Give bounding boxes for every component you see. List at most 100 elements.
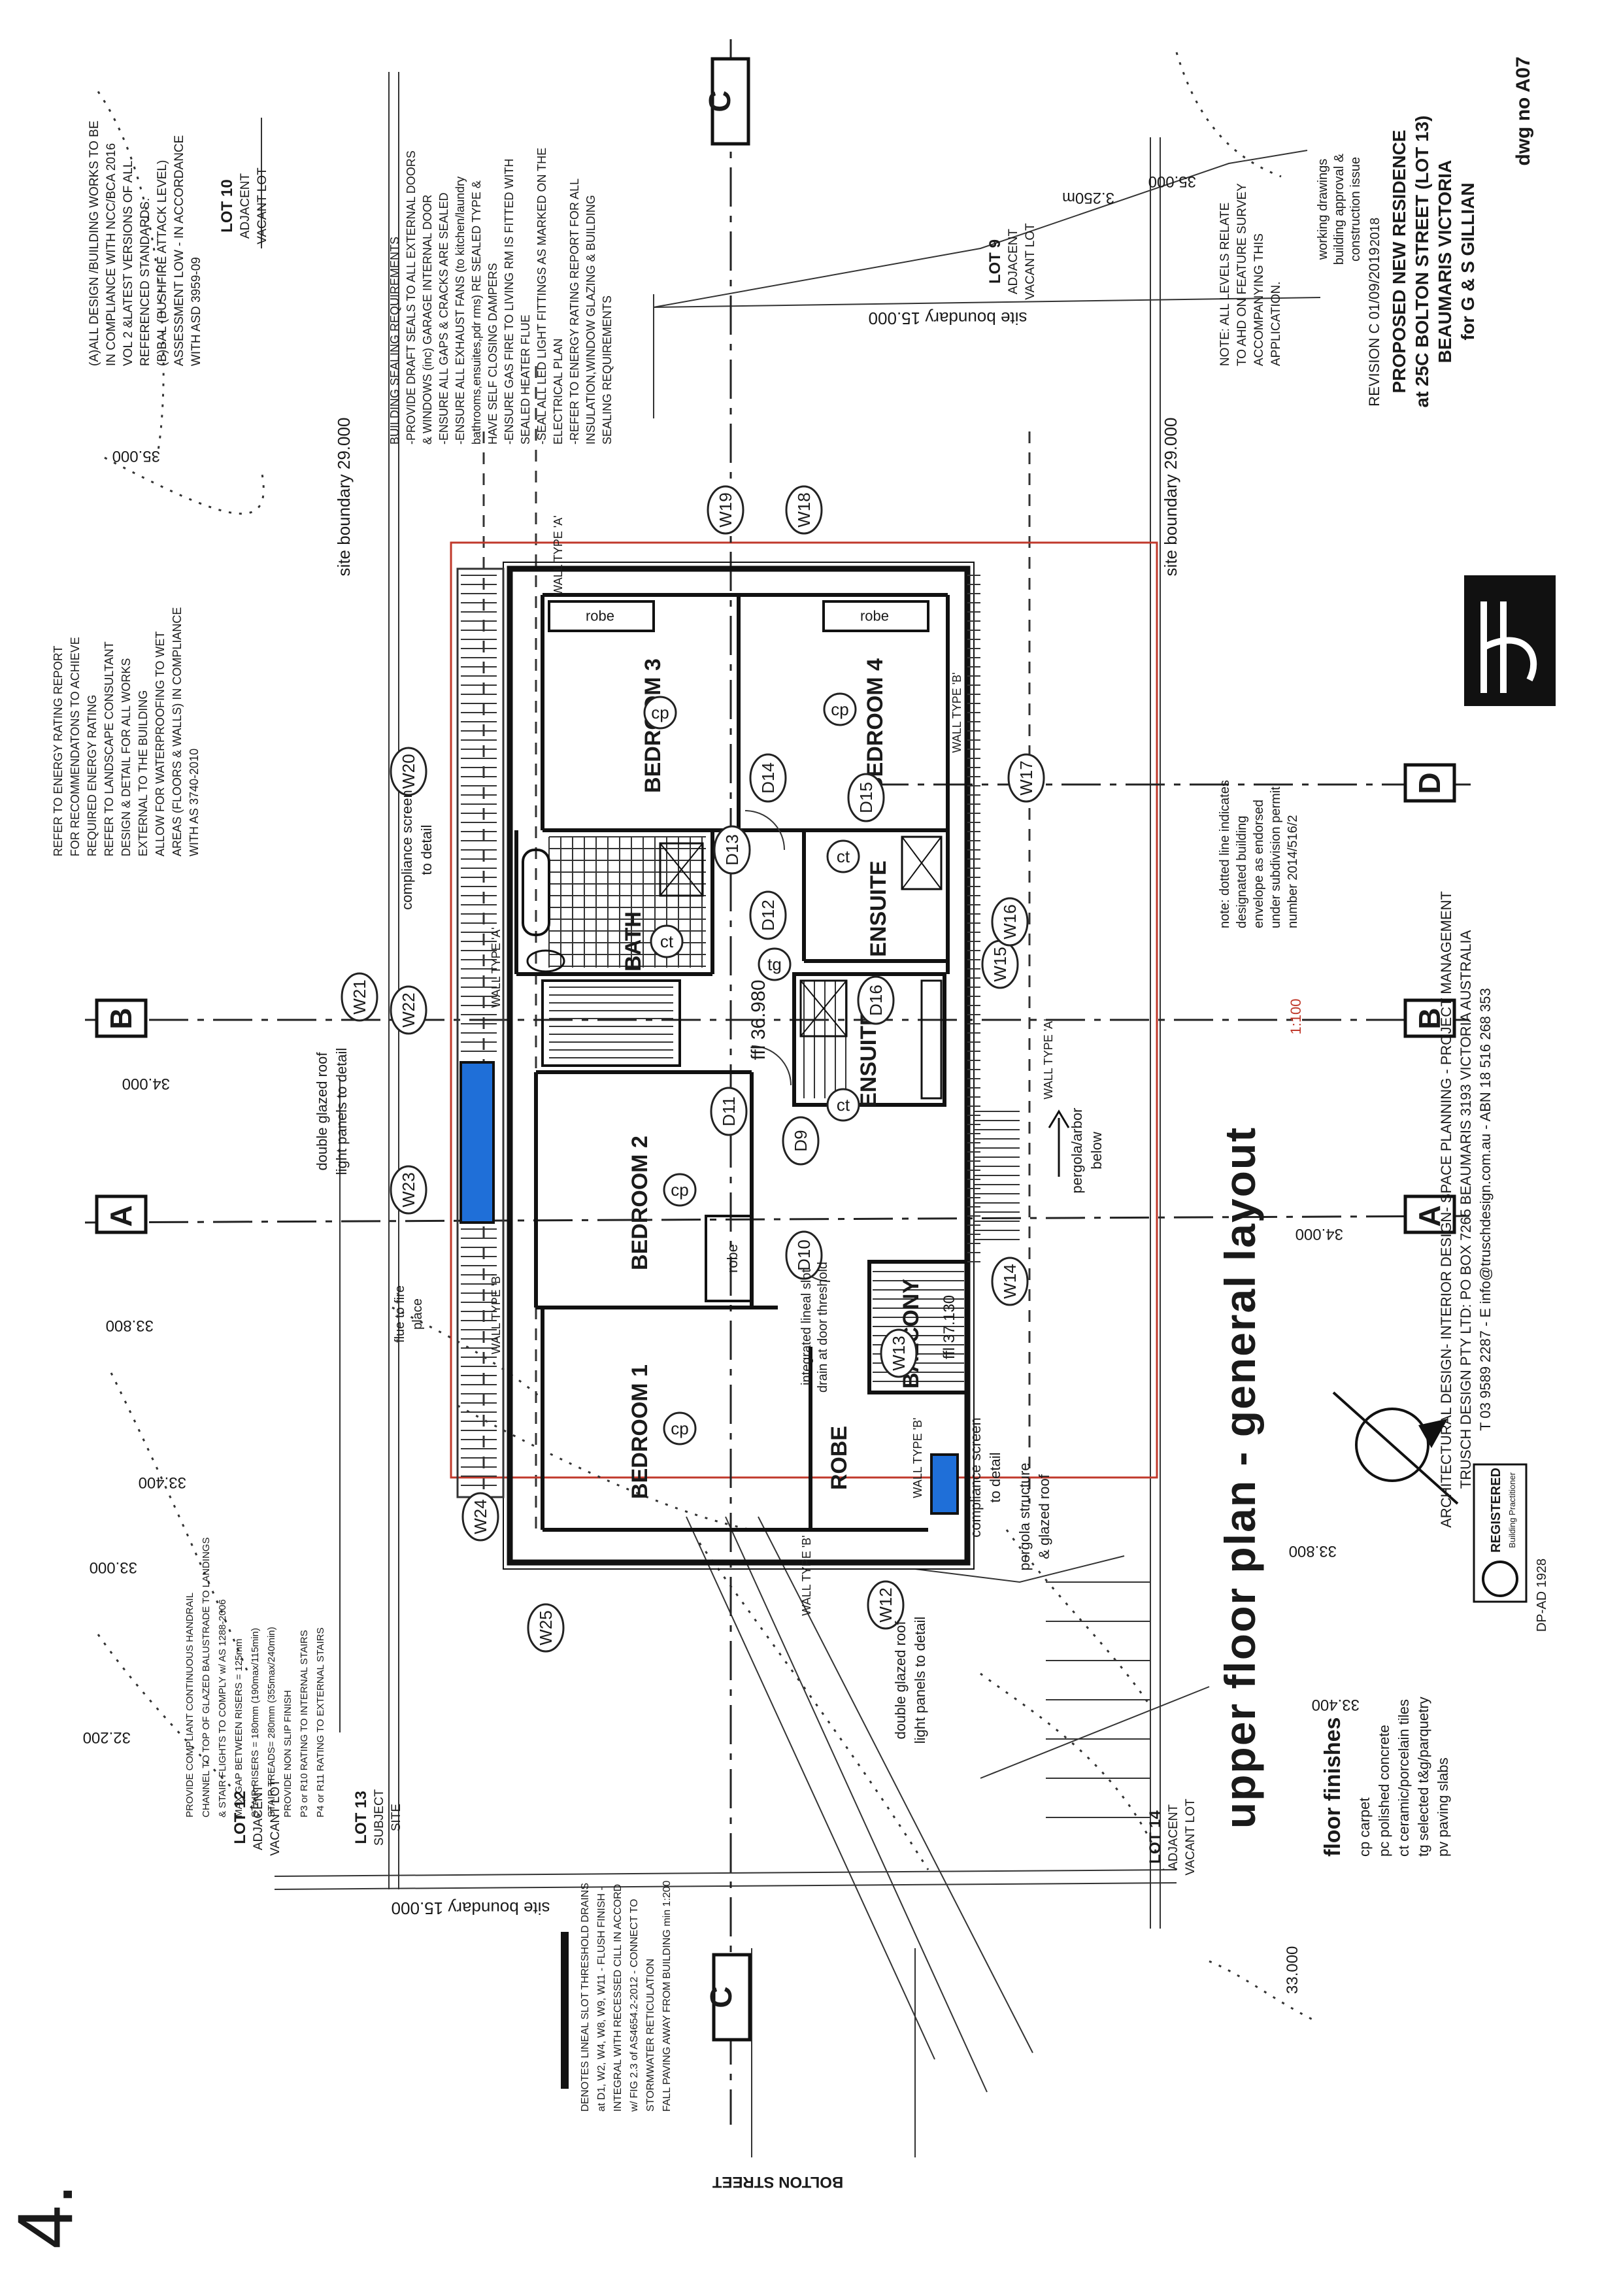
drain-legend-symbol [561, 1932, 569, 2089]
note-energy-line-1: FOR RECOMMENDATONS TO ACHIEVE [69, 637, 82, 856]
note-stairs-line-4: STAIR RISERS = 180mm (190max/115min) [250, 1628, 261, 1817]
boundary-texts: site boundary 29.000 site boundary 29.00… [334, 309, 1180, 2191]
door-tag-d10: D10 [785, 1230, 823, 1280]
door-tag-d10-label: D10 [794, 1240, 814, 1271]
ffl-main-level: ffl 36.980 [748, 980, 769, 1060]
note-stairs-line-5: STAIR TREADS= 280mm (355max/240min) [266, 1627, 277, 1817]
room-robe-b4: robe [860, 608, 889, 624]
level-33400-b: 33.400 [1312, 1696, 1360, 1714]
window-tag-w21: W21 [341, 972, 378, 1022]
project-name: PROPOSED NEW RESIDENCE [1389, 130, 1409, 394]
fc-cp-bed2: cp [671, 1180, 688, 1200]
note-design-line-4: (B)BAL (BUSHFIRE ATTACK LEVEL) [156, 160, 169, 366]
window-tag-w16-label: W16 [1000, 904, 1020, 939]
note-envelope-line-1: designated building [1235, 816, 1249, 928]
construction-issue: construction issue [1348, 157, 1363, 262]
fc-ct-ensuite2: ct [837, 1095, 850, 1115]
note-sealing-line-2: & WINDOWS (inc) GARAGE INTERNAL DOOR [421, 195, 434, 445]
section-a-left-marker [95, 1194, 148, 1234]
lot13-line-1: SUBJECT [373, 1789, 386, 1846]
section-b-left-label: B [104, 1007, 138, 1029]
skylight-top-1: double glazed roof [314, 1052, 330, 1171]
revision-year: 2018 [1368, 218, 1382, 247]
room-bath: BATH [621, 911, 646, 971]
window-tag-w13: W13 [880, 1328, 918, 1378]
wall-type-b-right: WALL TYPE 'B' [950, 672, 963, 752]
note-design-line-5: ASSESSMENT LOW - IN ACCORDANCE [173, 135, 186, 366]
section-c-bottom-marker [712, 1953, 752, 2042]
street-name: BOLTON STREET [712, 2173, 843, 2191]
section-a-left-label: A [104, 1205, 138, 1226]
site-boundary-east: site boundary 15.000 [869, 309, 1028, 328]
window-tag-w17-label: W17 [1016, 760, 1036, 795]
door-tag-d14-label: D14 [758, 762, 778, 794]
section-b-left-marker [95, 998, 148, 1038]
working-drawings: working drawings [1316, 159, 1330, 261]
window-tag-w24: W24 [461, 1492, 499, 1542]
note-drains-line-2: INTEGRAL WITH RECESSED CILL IN ACCORD [612, 1884, 624, 2112]
note-energy-line-8: WITH AS 3740-2010 [188, 749, 201, 856]
skylight-top-2: light panels to detail [333, 1048, 350, 1175]
finish-item-1: pc polished concrete [1376, 1725, 1392, 1857]
drawing-number: dwg no A07 [1512, 56, 1534, 165]
window-tag-w23-label: W23 [399, 1172, 418, 1207]
fc-tg-hall: tg [767, 954, 782, 974]
door-tag-d13-label: D13 [722, 834, 742, 866]
door-tag-d15-label: D15 [856, 782, 876, 813]
window-tag-w19: W19 [707, 485, 744, 535]
window-tag-w18-label: W18 [794, 492, 814, 527]
window-tag-w20-label: W20 [399, 754, 418, 788]
note-energy-line-3: REFER TO LANDSCAPE CONSULTANT [103, 641, 116, 856]
registered-number: DP-AD 1928 [1535, 1559, 1549, 1632]
pergola-roof-1: pergola structure [1016, 1462, 1033, 1570]
window-tag-w25: W25 [527, 1603, 565, 1653]
lot14-line-0: LOT 14 [1146, 1810, 1164, 1864]
wall-hatching [461, 575, 1150, 1818]
note-drains-line-5: FALL PAVING AWAY FROM BUILDING min 1:200 [661, 1880, 673, 2112]
note-levels-line-3: APPLICATION. [1269, 281, 1283, 366]
door-tag-d9: D9 [782, 1116, 820, 1166]
fc-cp-bed1: cp [671, 1419, 688, 1438]
wall-type-b-bottom: WALL TYPE 'B' [911, 1417, 924, 1498]
drain-note-1: integrated lineal slot [799, 1269, 814, 1385]
note-sealing-line-12: INSULATION,WINDOW GLAZING & BUILDING [584, 195, 597, 445]
level-33000-b: 33.000 [1284, 1946, 1301, 1994]
section-b-right-marker [1403, 998, 1456, 1038]
note-sealing-line-4: -ENSURE ALL EXHAUST FANS (to kitchen/lau… [454, 177, 467, 445]
company-line-2: TRUSCH DESIGN PTY LTD: PO BOX 7265 BEAUM… [1458, 930, 1474, 1489]
page-number-mark: 4. [1, 2184, 89, 2249]
door-tag-d15: D15 [847, 773, 885, 822]
pergola-below-1: pergola/arbor [1069, 1108, 1085, 1194]
door-tag-d14: D14 [749, 753, 787, 803]
window-tag-w22: W22 [390, 985, 427, 1035]
section-c-top-label: C [703, 90, 737, 112]
pergola-below-2: below [1088, 1132, 1105, 1170]
window-tag-w13-label: W13 [889, 1336, 909, 1370]
room-robe-b3: robe [586, 608, 614, 624]
window-tag-w15-label: W15 [990, 947, 1010, 981]
flue-note-2: place [410, 1298, 425, 1330]
fc-ct-ensuite1: ct [837, 847, 850, 866]
note-levels-line-1: TO AHD ON FEATURE SURVEY [1235, 183, 1249, 366]
note-energy-line-5: EXTERNAL TO THE BUILDING [137, 690, 150, 856]
level-34000-a: 34.000 [122, 1075, 170, 1092]
lot14-line-2: VACANT LOT [1184, 1798, 1197, 1876]
fc-ct-bath: ct [660, 932, 674, 951]
fc-cp-bed3: cp [651, 703, 669, 722]
registered-badge-text: REGISTERED [1489, 1468, 1503, 1553]
note-drains-line-3: w/ FIG 2.3 of AS4654.2-2012 - CONNECT TO [629, 1899, 640, 2112]
level-35000-a: 35.000 [112, 447, 160, 465]
window-tag-w22-label: W22 [399, 992, 418, 1027]
drain-note-2: drain at door threshold [816, 1262, 830, 1393]
level-3250: 3.250m [1062, 189, 1114, 207]
note-sealing-line-10: ELECTRICAL PLAN [552, 339, 565, 445]
note-sealing-line-11: -REFER TO ENERGY RATING REPORT FOR ALL [568, 178, 581, 445]
wall-type-a-top: WALL TYPE 'A' [552, 515, 565, 596]
note-sealing-line-1: -PROVIDE DRAFT SEALS TO ALL EXTERNAL DOO… [405, 150, 418, 445]
window-tag-w20: W20 [390, 747, 427, 796]
note-levels-line-2: ACCOMPANYING THIS [1252, 233, 1266, 366]
revision-line: REVISION C 01/09/2019 [1366, 247, 1382, 406]
note-energy-line-4: DESIGN & DETAIL FOR ALL WORKS [120, 658, 133, 856]
